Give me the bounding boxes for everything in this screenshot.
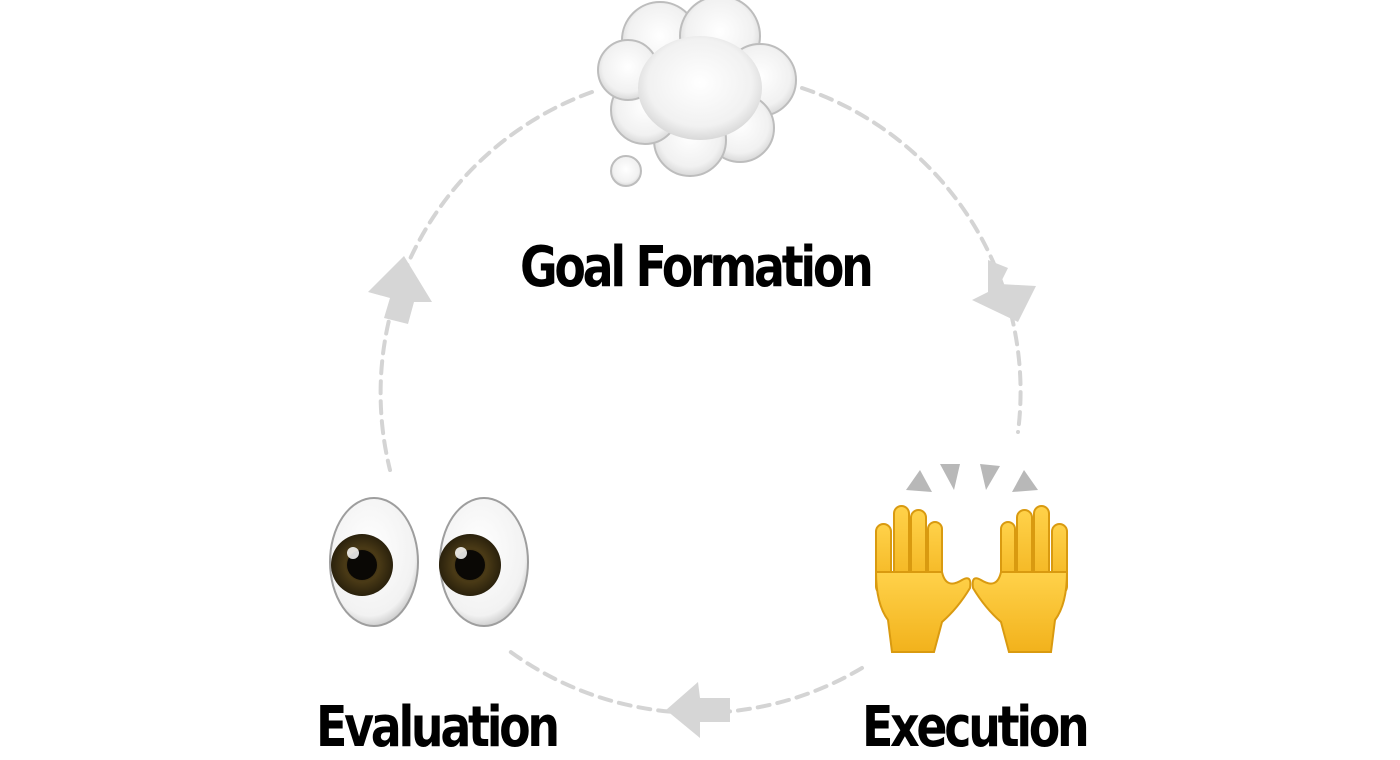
stage-label-execution: Execution — [862, 695, 1090, 760]
loop-segment-top-left — [378, 90, 594, 472]
right-eye — [439, 497, 529, 627]
flow-arrows — [368, 256, 1036, 738]
arrow-to-goal — [368, 256, 432, 324]
thought-cloud-icon — [597, 0, 797, 187]
loop-segment-top-right — [800, 86, 1023, 434]
right-hand — [971, 505, 1069, 653]
stage-label-goal-formation: Goal Formation — [520, 235, 874, 300]
raised-hands-icon — [874, 464, 1069, 653]
left-hand — [874, 505, 972, 653]
arrow-to-evaluation — [666, 682, 730, 738]
stage-label-evaluation: Evaluation — [316, 695, 560, 760]
eyes-icon — [329, 497, 529, 627]
left-eye — [329, 497, 419, 627]
motion-ticks — [906, 464, 1038, 492]
arrow-to-execution — [972, 260, 1036, 322]
